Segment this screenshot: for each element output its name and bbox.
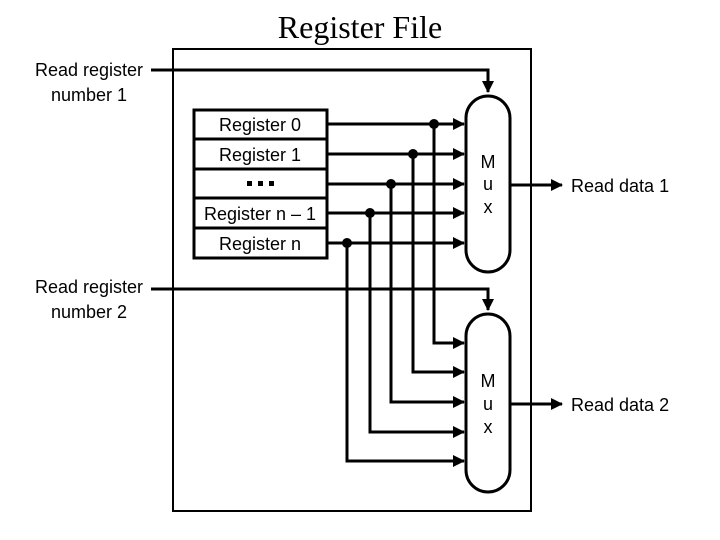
diagram-title: Register File [278, 9, 442, 45]
read-register-2-label-line1: Read register [35, 277, 143, 297]
read-data-1-label: Read data 1 [571, 176, 669, 196]
register-n-minus-1-box [192, 196, 329, 230]
mux-1: M u x [464, 94, 512, 274]
reg1-to-mux2 [411, 154, 465, 378]
mux-1-label-u: u [483, 174, 493, 194]
regn1-to-mux2 [368, 213, 465, 438]
reg0-to-mux2 [432, 124, 465, 349]
regdots-to-mux2 [389, 184, 465, 408]
ellipsis-dots [247, 181, 274, 186]
read-register-1-label-line1: Read register [35, 60, 143, 80]
read-data-2-label: Read data 2 [571, 395, 669, 415]
read-register-2-label-line2: number 2 [51, 302, 127, 322]
mux-2: M u x [464, 312, 512, 494]
mux-2-label-m: M [481, 371, 496, 391]
mux-2-label-x: x [484, 417, 493, 437]
mux-2-label-u: u [483, 394, 493, 414]
read-register-1-wire [151, 68, 494, 93]
read-register-2-wire [151, 287, 494, 311]
read-register-1-label-line2: number 1 [51, 85, 127, 105]
register-0-label: Register 0 [219, 115, 301, 135]
mux-1-label-m: M [481, 152, 496, 172]
register-n-label: Register n [219, 234, 301, 254]
register-1-label: Register 1 [219, 145, 301, 165]
regn-to-mux2 [345, 243, 465, 467]
mux-1-label-x: x [484, 197, 493, 217]
mux2-input-wires [345, 124, 465, 467]
register-n-box [192, 226, 329, 260]
register-stack: Register 0 Register 1 Register n – 1 Reg… [192, 108, 329, 260]
register-file-box [172, 48, 532, 512]
register-n-minus-1-label: Register n – 1 [204, 204, 316, 224]
